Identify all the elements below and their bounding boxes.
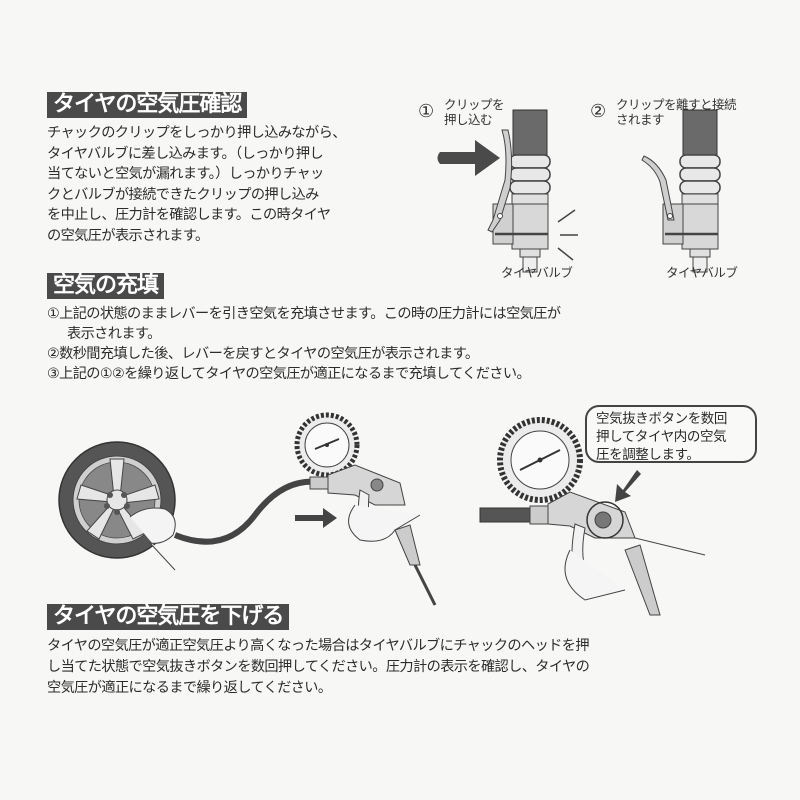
text-line: 空気圧が適正になるまで繰り返してください。 xyxy=(47,680,332,696)
text-line: の空気圧が表示されます。 xyxy=(47,227,209,244)
inflate-steps: ①上記の状態のままレバーを引き空気を充填させます。この時の圧力計には空気圧が 表… xyxy=(47,304,561,384)
caption-line: クリップを xyxy=(444,97,505,112)
step-1: ①上記の状態のままレバーを引き空気を充填させます。この時の圧力計には空気圧が xyxy=(47,306,561,322)
caption-line: されます xyxy=(616,112,665,127)
figure1-number: ① xyxy=(418,101,434,122)
callout-line: 空気抜きボタンを数回 xyxy=(596,411,727,427)
text-line: 当てないと空気が漏れます。）しっかりチャッ xyxy=(47,166,324,182)
step-2: ②数秒間充填した後、レバーを戻すとタイヤの空気圧が表示されます。 xyxy=(47,346,479,362)
text-line: タイヤの空気圧が適正空気圧より高くなった場合はタイヤバルブにチャックのヘッドを押 xyxy=(47,638,590,654)
text-line: クとバルブが接続できたクリップの押し込み xyxy=(47,186,319,203)
figure1-caption: クリップを 押し込む xyxy=(444,97,505,127)
chuck-clip-pressed-illustration xyxy=(437,109,578,273)
tire-inflation-illustration xyxy=(58,412,437,606)
lower-pressure-text: タイヤの空気圧が適正空気圧より高くなった場合はタイヤバルブにチャックのヘッドを押… xyxy=(47,636,590,699)
caption-line: クリップを離すと接続 xyxy=(616,97,737,112)
figure2-caption: クリップを離すと接続 されます xyxy=(616,97,737,127)
check-pressure-text: チャックのクリップをしっかり押し込みながら、 タイヤバルブに差し込みます。（しっ… xyxy=(47,123,346,246)
figure2-valve-label: タイヤバルブ xyxy=(666,265,738,280)
chuck-clip-released-illustration xyxy=(641,109,721,273)
text-line: を中止し、圧力計を確認します。この時タイヤ xyxy=(47,207,331,223)
heading-check-pressure: タイヤの空気圧確認 xyxy=(47,92,248,118)
heading-inflate: 空気の充填 xyxy=(47,273,165,299)
text-line: し当てた状態で空気抜きボタンを数回押してください。圧力計の表示を確認し、タイヤの xyxy=(47,659,590,675)
step-3: ③上記の①②を繰り返してタイヤの空気圧が適正になるまで充填してください。 xyxy=(47,366,531,382)
step-1-continued: 表示されます。 xyxy=(67,326,161,342)
callout-line: 圧を調整します。 xyxy=(596,447,700,463)
heading-lower-pressure: タイヤの空気圧を下げる xyxy=(47,604,290,630)
figure1-valve-label: タイヤバルブ xyxy=(501,265,573,280)
callout-line: 押してタイヤ内の空気 xyxy=(596,429,727,445)
air-release-illustration xyxy=(479,417,706,616)
caption-line: 押し込む xyxy=(444,112,493,127)
air-release-callout: 空気抜きボタンを数回 押してタイヤ内の空気 圧を調整します。 xyxy=(585,405,757,463)
figure2-number: ② xyxy=(590,101,606,122)
text-line: タイヤバルブに差し込みます。（しっかり押し xyxy=(47,145,324,162)
text-line: チャックのクリップをしっかり押し込みながら、 xyxy=(47,125,346,141)
